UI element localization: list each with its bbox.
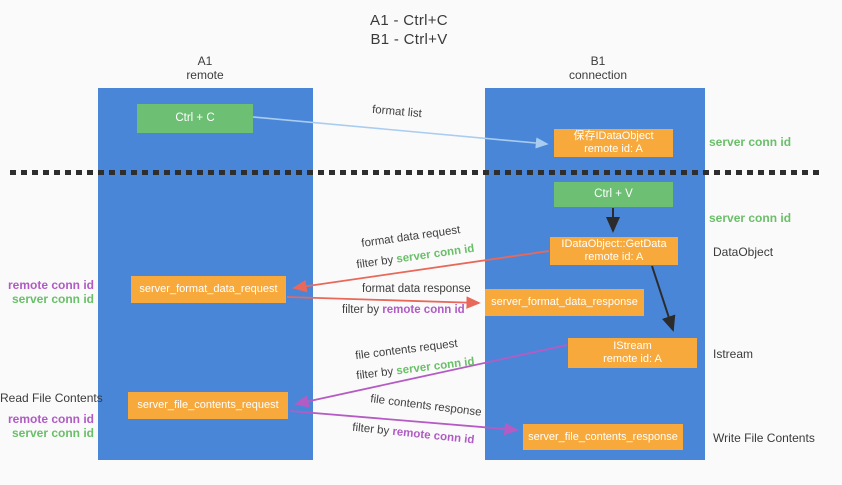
node-ctrl-v: Ctrl + V bbox=[554, 182, 673, 207]
node-server-file-contents-response: server_file_contents_response bbox=[523, 424, 683, 450]
node-server-file-contents-response-label: server_file_contents_response bbox=[528, 430, 678, 443]
right-label-istream: Istream bbox=[713, 347, 754, 361]
server-conn-id-key: server conn id bbox=[395, 242, 476, 266]
edge-label-file-contents-response: file contents response bbox=[369, 393, 483, 419]
filter-by-text: filter by bbox=[355, 253, 398, 272]
lane-b-name: B1 bbox=[590, 54, 606, 68]
node-ctrl-c-label: Ctrl + C bbox=[175, 112, 215, 124]
edge-label-format-data-response-filter: filter by remote conn id bbox=[342, 304, 465, 316]
title-line-2: B1 - Ctrl+V bbox=[370, 31, 448, 48]
node-server-format-data-request-label: server_format_data_request bbox=[139, 283, 278, 295]
node-server-format-data-response-label: server_format_data_response bbox=[491, 296, 638, 308]
remote-conn-id-key: remote conn id bbox=[382, 304, 465, 316]
title-line-1: A1 - Ctrl+C bbox=[370, 12, 448, 29]
filter-by-text: filter by bbox=[342, 304, 383, 316]
edge-label-format-list: format list bbox=[371, 103, 423, 121]
node-istream-line1: IStream bbox=[613, 340, 652, 352]
node-idataobject-getdata-line2: remote id: A bbox=[584, 251, 644, 263]
right-label-server-conn-id-top: server conn id bbox=[709, 135, 792, 149]
node-istream: IStream remote id: A bbox=[568, 338, 697, 368]
node-server-format-data-response: server_format_data_response bbox=[485, 289, 644, 316]
lane-a-name: A1 bbox=[197, 54, 213, 68]
left-label-server-conn-id-bottom: server conn id bbox=[11, 426, 94, 440]
node-save-idataobject-line1: 保存IDataObject bbox=[573, 130, 654, 142]
left-label-remote-conn-id-top: remote conn id bbox=[7, 278, 94, 292]
server-conn-id-key: server conn id bbox=[395, 355, 476, 378]
node-server-file-contents-request-label: server_file_contents_request bbox=[137, 399, 279, 411]
remote-conn-id-key: remote conn id bbox=[391, 425, 475, 447]
lane-a-header: A1 remote bbox=[145, 54, 265, 82]
node-save-idataobject-line2: remote id: A bbox=[584, 143, 643, 155]
section-divider-dotted-line bbox=[10, 170, 823, 175]
edge-label-format-data-response: format data response bbox=[362, 283, 471, 295]
node-istream-line2: remote id: A bbox=[603, 353, 662, 365]
node-idataobject-getdata-line1: IDataObject::GetData bbox=[561, 238, 667, 250]
filter-by-text: filter by bbox=[355, 365, 398, 383]
left-label-remote-conn-id-bottom: remote conn id bbox=[7, 412, 94, 426]
node-server-file-contents-request: server_file_contents_request bbox=[128, 392, 288, 419]
node-server-format-data-request: server_format_data_request bbox=[131, 276, 286, 303]
node-ctrl-c: Ctrl + C bbox=[137, 104, 253, 133]
node-ctrl-v-label: Ctrl + V bbox=[594, 188, 633, 200]
lane-a-subtitle: remote bbox=[186, 67, 224, 82]
edge-label-file-contents-response-filter: filter by remote conn id bbox=[352, 422, 475, 447]
left-label-server-conn-id-top: server conn id bbox=[11, 292, 94, 306]
left-label-read-file-contents: Read File Contents bbox=[0, 391, 103, 405]
node-idataobject-getdata: IDataObject::GetData remote id: A bbox=[550, 237, 678, 265]
lane-b-subtitle: connection bbox=[568, 67, 628, 82]
filter-by-text: filter by bbox=[351, 421, 394, 438]
diagram-title: A1 - Ctrl+C B1 - Ctrl+V bbox=[309, 11, 509, 49]
node-save-idataobject: 保存IDataObject remote id: A bbox=[554, 129, 673, 157]
right-label-dataobject: DataObject bbox=[713, 245, 774, 259]
right-label-write-file-contents: Write File Contents bbox=[713, 431, 815, 445]
right-label-server-conn-id-mid: server conn id bbox=[709, 211, 792, 225]
lane-b-header: B1 connection bbox=[538, 54, 658, 82]
arrow-format-data-response bbox=[286, 296, 481, 309]
